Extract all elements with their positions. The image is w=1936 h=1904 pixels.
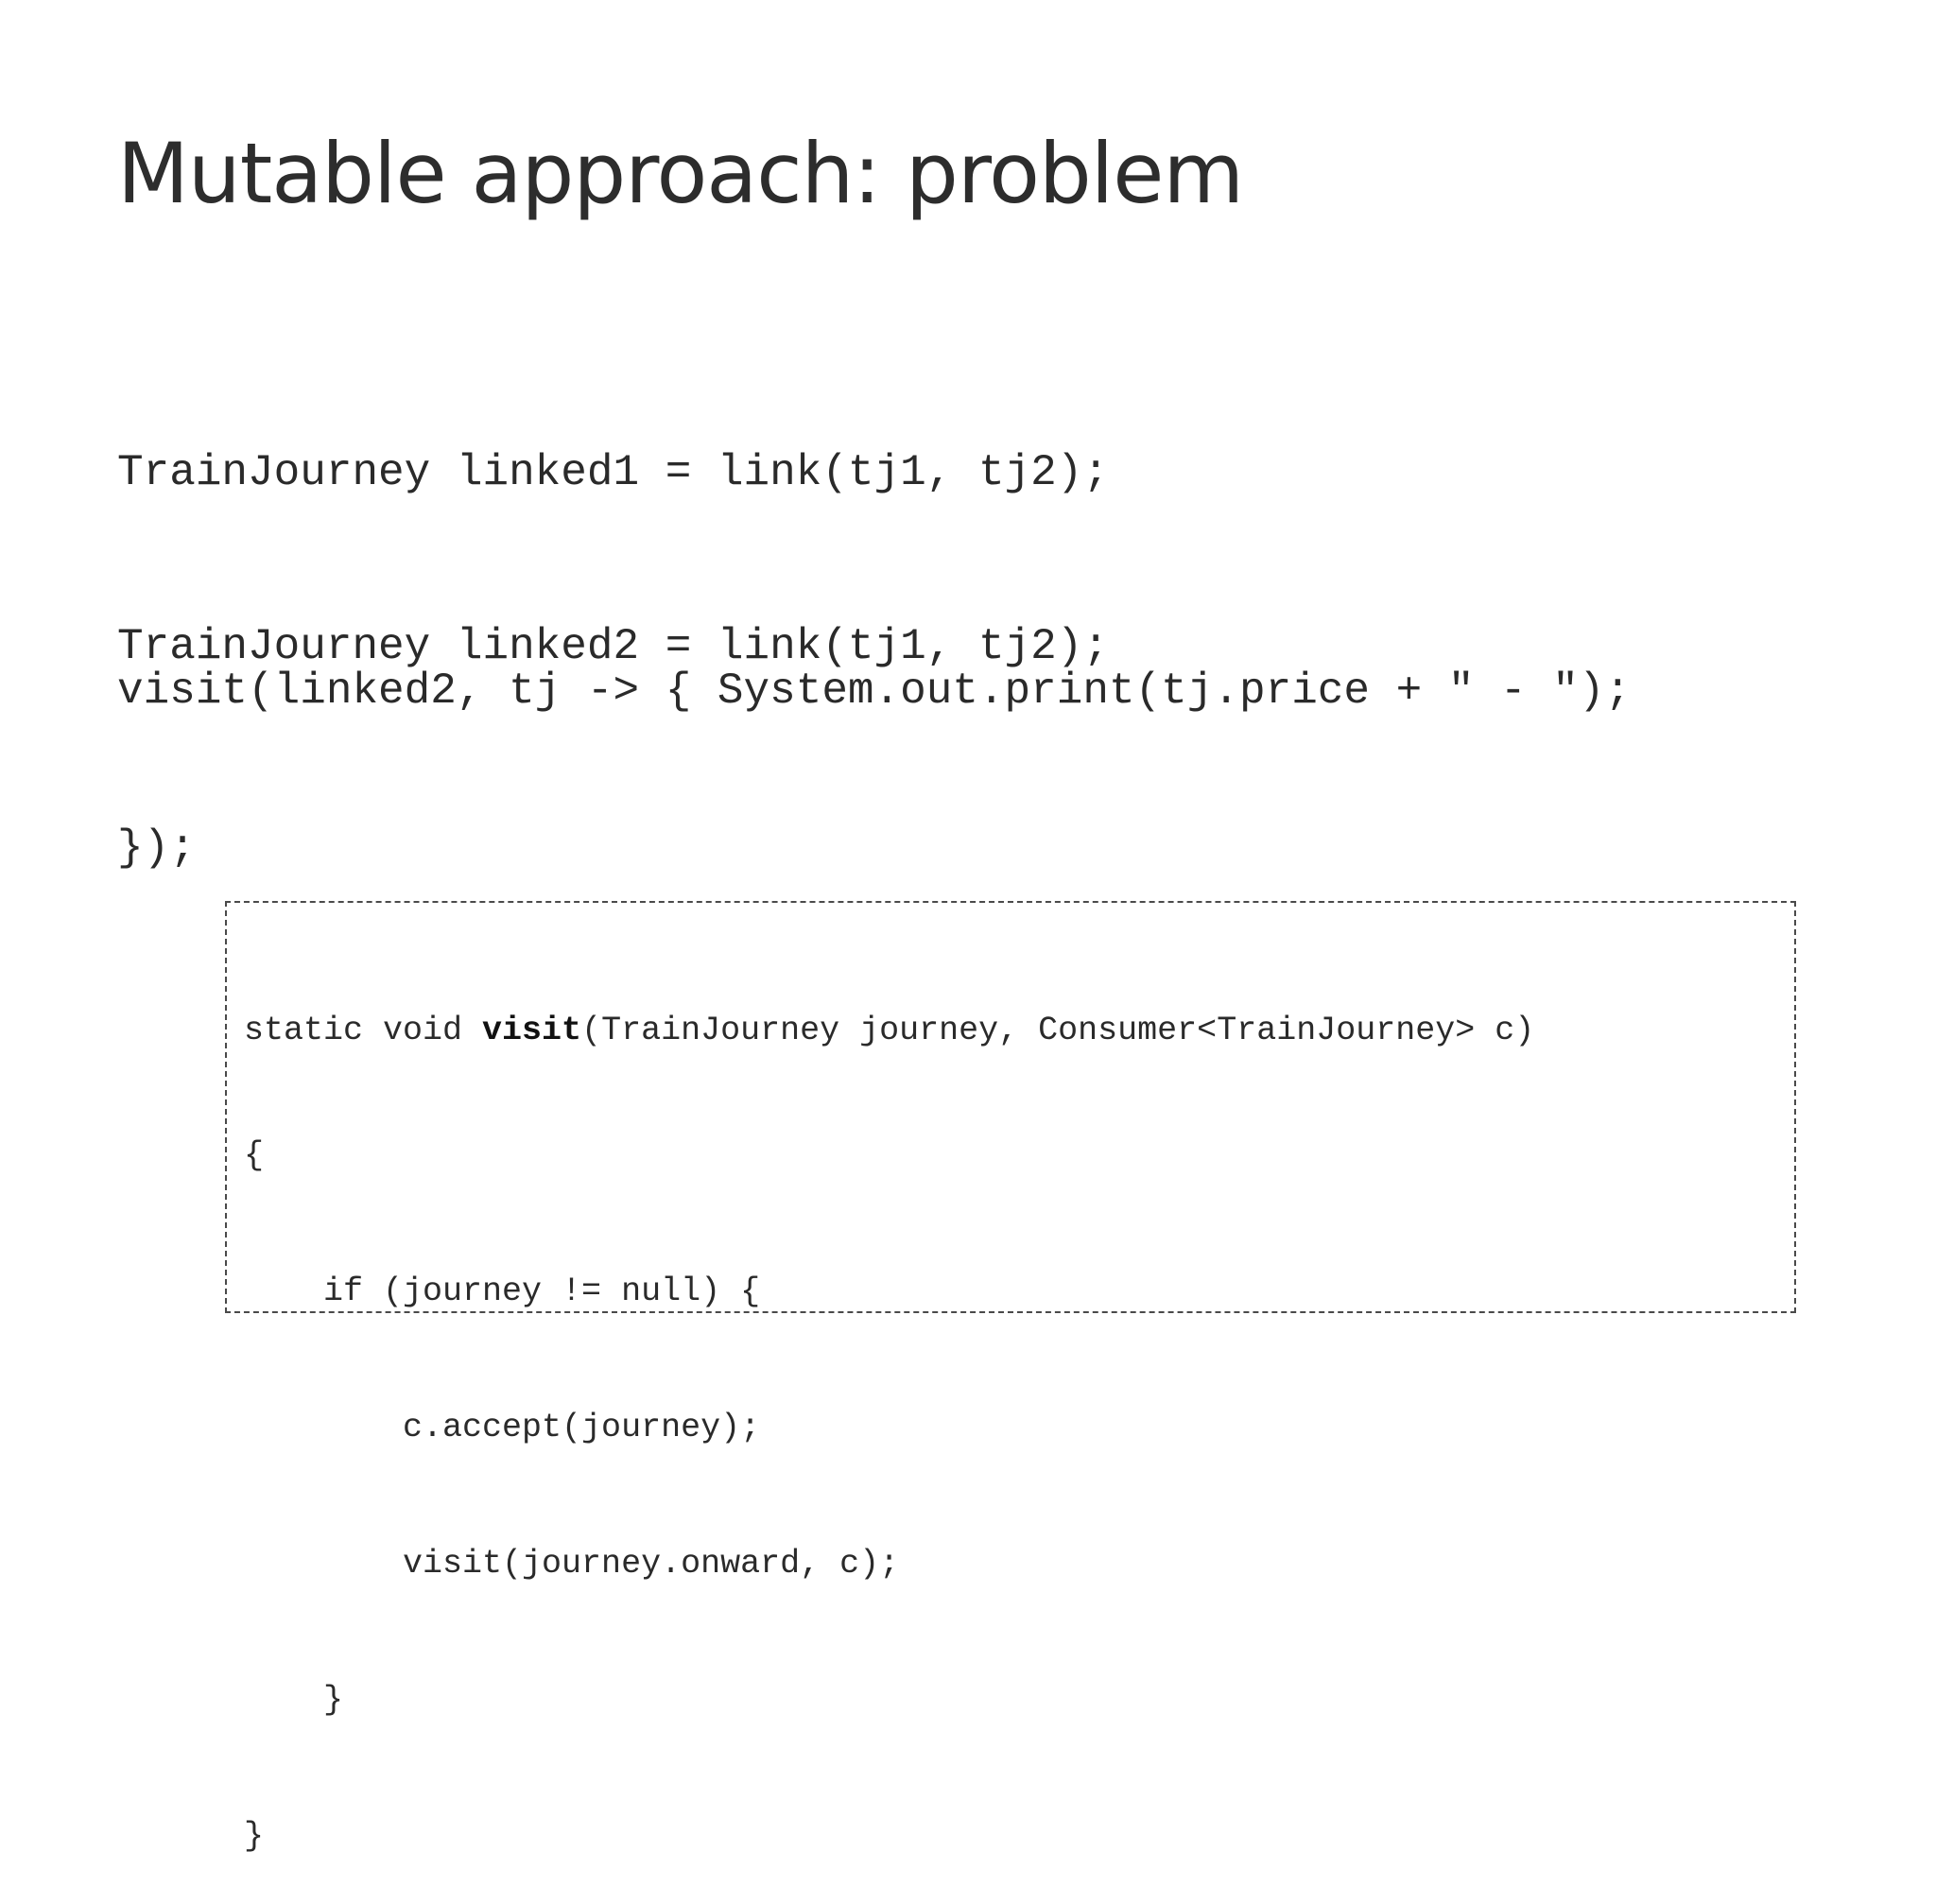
code-token: (TrainJourney journey, Consumer<TrainJou… — [581, 1012, 1535, 1049]
code-line: { — [244, 1136, 265, 1174]
method-name-visit: visit — [482, 1012, 582, 1049]
code-snippet-linking: TrainJourney linked1 = link(tj1, tj2); T… — [117, 337, 1109, 734]
code-line: if (journey != null) { — [244, 1272, 761, 1310]
code-line: visit(journey.onward, c); — [244, 1545, 900, 1583]
visit-method-box — [225, 901, 1796, 1313]
code-line: TrainJourney linked2 = link(tj1, tj2); — [117, 622, 1109, 671]
code-line: }); — [117, 823, 196, 873]
code-line: visit(linked2, tj -> { System.out.print(… — [117, 666, 1632, 716]
code-line: } — [244, 1817, 265, 1855]
code-line: static void visit(TrainJourney journey, … — [244, 1012, 1534, 1049]
slide-title: Mutable approach: problem — [117, 125, 1244, 222]
code-line: TrainJourney linked1 = link(tj1, tj2); — [117, 448, 1109, 497]
code-line: } — [244, 1681, 344, 1719]
code-token: static void — [244, 1012, 483, 1049]
code-snippet-visit-call: visit(linked2, tj -> { System.out.print(… — [117, 563, 1631, 926]
code-line: c.accept(journey); — [244, 1409, 761, 1446]
visit-method-code: static void visit(TrainJourney journey, … — [244, 936, 1534, 1904]
